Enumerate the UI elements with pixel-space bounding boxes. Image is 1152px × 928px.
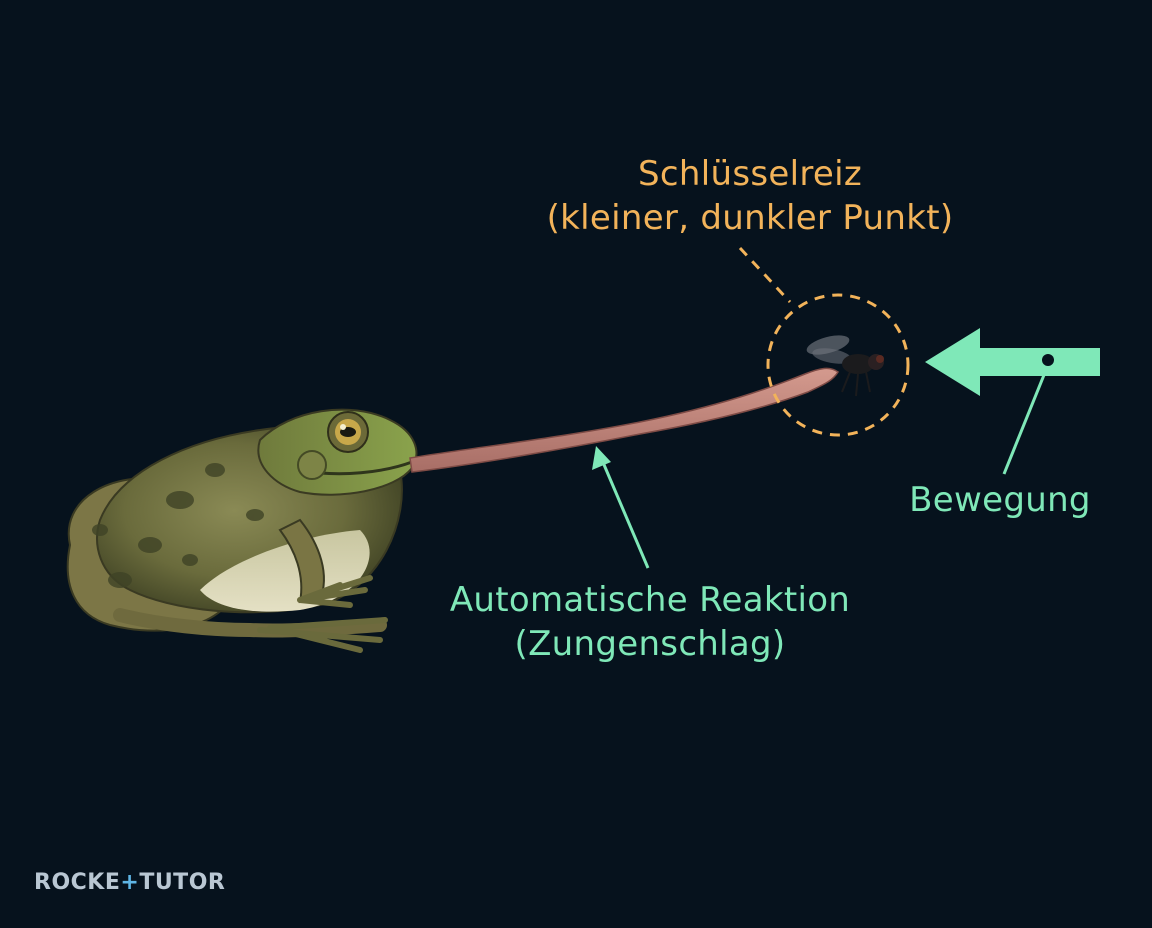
stimulus-title: Schlüsselreiz (638, 154, 862, 194)
reaction-title: Automatische Reaktion (449, 580, 851, 620)
brand-plus: + (120, 870, 140, 895)
frog-illustration (66, 408, 418, 653)
movement-label: Bewegung (909, 480, 1091, 520)
reaction-leader-arrow (592, 446, 650, 569)
stimulus-label: Schlüsselreiz (kleiner, dunkler Punkt) (480, 152, 1020, 240)
stimulus-leader-line (738, 246, 792, 304)
reaction-subtitle: (Zungenschlag) (514, 624, 786, 664)
brand-logo: ROCKE+TUTOR (34, 870, 225, 895)
stimulus-subtitle: (kleiner, dunkler Punkt) (546, 198, 954, 238)
brand-text-right: TUTOR (139, 870, 226, 895)
fly-icon (806, 335, 884, 397)
movement-leader-line (1002, 369, 1048, 475)
movement-arrow-icon (925, 328, 1100, 396)
tongue-illustration (409, 367, 839, 473)
brand-text-left: ROCKE (34, 870, 121, 895)
reaction-label: Automatische Reaktion (Zungenschlag) (380, 578, 920, 666)
stimulus-highlight-circle (766, 293, 910, 437)
